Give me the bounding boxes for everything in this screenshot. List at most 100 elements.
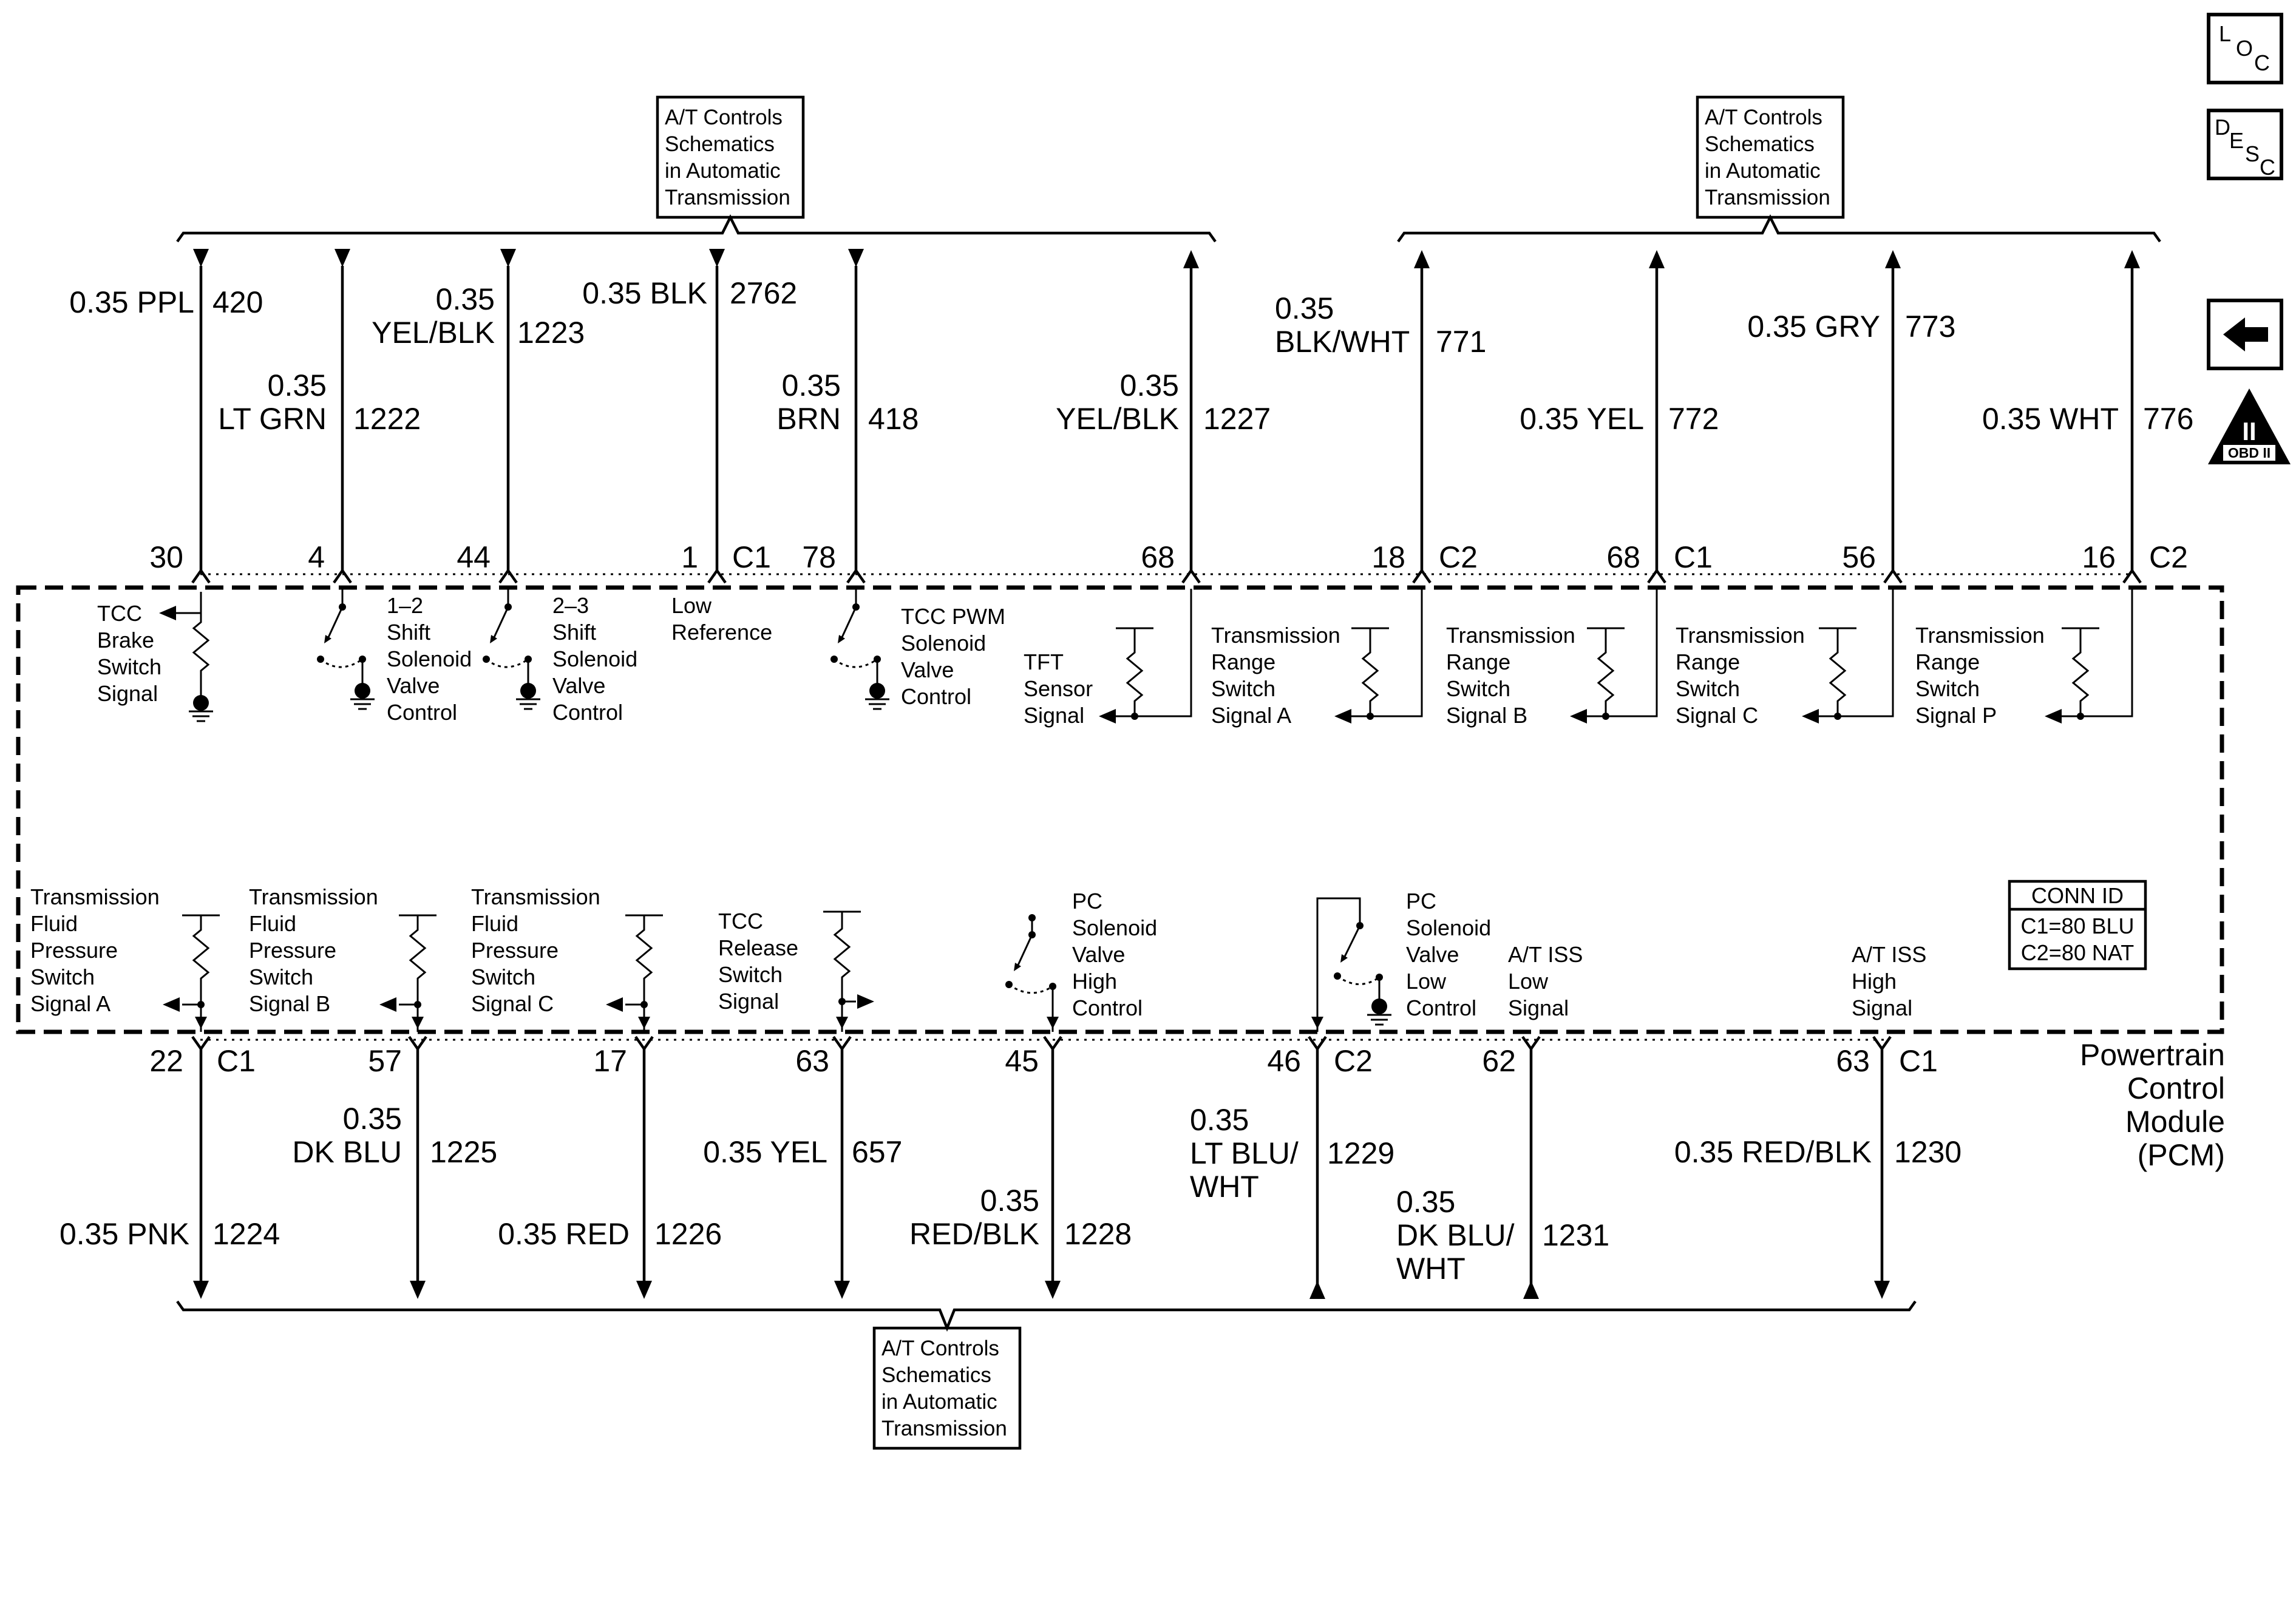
pin-number: 63 bbox=[795, 1044, 829, 1078]
internal-label: Pressure bbox=[249, 938, 336, 963]
shift-solenoid-2-3-circuit: 2–3 Shift Solenoid Valve Control bbox=[483, 589, 637, 725]
ref-line: Transmission bbox=[1705, 186, 1830, 209]
wire-gauge-color: 0.35 bbox=[980, 1184, 1039, 1218]
internal-label: Signal bbox=[1024, 703, 1084, 728]
wire-circuit-1224[interactable]: 22 C1 0.35 PNK 1224 bbox=[59, 1036, 280, 1299]
wire-circuit-1229[interactable]: 46 C2 0.35 LT BLU/ WHT 1229 bbox=[1190, 1036, 1394, 1299]
wire-gauge-color: YEL/BLK bbox=[372, 316, 495, 350]
reference-bottom[interactable]: A/T Controls Schematics in Automatic Tra… bbox=[872, 1326, 1022, 1450]
connector-id: C1 bbox=[1899, 1044, 1938, 1078]
pin-number: 56 bbox=[1842, 540, 1876, 574]
internal-label: Valve bbox=[1072, 942, 1125, 967]
obd-ii-icon[interactable]: II OBD II bbox=[2208, 388, 2291, 464]
connector-id: C1 bbox=[217, 1044, 256, 1078]
module-label-line: Control bbox=[2127, 1071, 2225, 1105]
pin-number: 78 bbox=[802, 540, 836, 574]
internal-label: Signal A bbox=[1211, 703, 1291, 728]
wire-circuit-773[interactable]: 0.35 GRY 773 56 bbox=[1747, 250, 1955, 584]
internal-label: Transmission bbox=[249, 884, 378, 909]
wire-gauge-color: BRN bbox=[776, 402, 841, 436]
pin-number: 16 bbox=[2082, 540, 2116, 574]
internal-label: Low bbox=[1508, 969, 1549, 994]
wire-circuit-420[interactable]: 0.35 PPL 420 30 bbox=[69, 249, 263, 584]
internal-label: Switch bbox=[249, 964, 313, 989]
circuit-number: 1229 bbox=[1327, 1136, 1394, 1170]
pin-number: 18 bbox=[1371, 540, 1405, 574]
internal-label: Fluid bbox=[30, 911, 78, 936]
tcc-brake-switch-circuit: TCC Brake Switch Signal bbox=[97, 592, 213, 722]
internal-label: Fluid bbox=[471, 911, 518, 936]
ats-iss-high-label: A/T ISS High Signal bbox=[1852, 942, 1926, 1020]
wire-circuit-1230[interactable]: 63 C1 0.35 RED/BLK 1230 bbox=[1674, 1036, 1961, 1299]
internal-label: Signal P bbox=[1915, 703, 1997, 728]
internal-label: Signal bbox=[97, 681, 158, 706]
wire-gauge-color: 0.35 BLK bbox=[582, 276, 707, 310]
wire-circuit-772[interactable]: 0.35 YEL 772 68 C1 bbox=[1520, 250, 1719, 584]
wire-gauge-color: 0.35 bbox=[343, 1102, 402, 1136]
wire-circuit-1223[interactable]: 0.35 YEL/BLK 1223 44 bbox=[372, 249, 585, 584]
internal-label: Low bbox=[671, 593, 712, 618]
pin-number: 1 bbox=[681, 540, 698, 574]
pin-number: 44 bbox=[457, 540, 491, 574]
internal-label: Shift bbox=[552, 620, 596, 645]
circuit-number: 772 bbox=[1668, 402, 1719, 436]
circuit-number: 1227 bbox=[1203, 402, 1271, 436]
module-label-line: Powertrain bbox=[2080, 1038, 2225, 1072]
wire-circuit-771[interactable]: 0.35 BLK/WHT 771 18 C2 bbox=[1275, 250, 1486, 584]
pin-number: 68 bbox=[1606, 540, 1640, 574]
circuit-number: 1228 bbox=[1064, 1217, 1132, 1251]
desc-icon[interactable]: D E S C bbox=[2207, 109, 2283, 180]
ref-line: Schematics bbox=[881, 1363, 991, 1387]
wire-circuit-1225[interactable]: 57 0.35 DK BLU 1225 bbox=[292, 1036, 497, 1299]
internal-label: Sensor bbox=[1024, 676, 1093, 701]
circuit-number: 2762 bbox=[730, 276, 797, 310]
wire-gauge-color: 0.35 bbox=[782, 368, 841, 402]
wire-circuit-1226[interactable]: 17 0.35 RED 1226 bbox=[498, 1036, 722, 1299]
reference-top-right[interactable]: A/T Controls Schematics in Automatic Tra… bbox=[1696, 95, 1845, 219]
circuit-number: 418 bbox=[868, 402, 919, 436]
tfp-switch-c-circuit: Transmission Fluid Pressure Switch Signa… bbox=[471, 884, 663, 1032]
wire-gauge-color: 0.35 WHT bbox=[1982, 402, 2119, 436]
desc-letter: D bbox=[2215, 115, 2230, 140]
internal-label: Signal bbox=[718, 989, 779, 1014]
wire-gauge-color: 0.35 bbox=[268, 368, 327, 402]
back-arrow-icon[interactable] bbox=[2207, 299, 2283, 370]
wire-circuit-776[interactable]: 0.35 WHT 776 16 C2 bbox=[1982, 250, 2194, 584]
internal-label: Transmission bbox=[1915, 623, 2045, 648]
wire-gauge-color: LT BLU/ bbox=[1190, 1136, 1299, 1170]
ref-line: Transmission bbox=[881, 1417, 1007, 1440]
circuit-number: 771 bbox=[1436, 325, 1486, 359]
internal-label: Signal bbox=[1508, 995, 1569, 1020]
wire-gauge-color: LT GRN bbox=[218, 402, 327, 436]
wire-circuit-2762[interactable]: 0.35 BLK 2762 1 C1 bbox=[582, 249, 797, 584]
desc-letter: S bbox=[2245, 141, 2260, 166]
internal-label: A/T ISS bbox=[1508, 942, 1583, 967]
internal-label: Control bbox=[901, 684, 971, 709]
conn-id-c1: C1=80 BLU bbox=[2020, 914, 2134, 938]
wire-gauge-color: 0.35 bbox=[1190, 1103, 1249, 1137]
wire-gauge-color: 0.35 GRY bbox=[1747, 310, 1880, 344]
wire-circuit-1231[interactable]: 62 0.35 DK BLU/ WHT 1231 bbox=[1396, 1036, 1609, 1299]
internal-label: Valve bbox=[387, 673, 440, 698]
internal-label: 1–2 bbox=[387, 593, 423, 618]
reference-top-left[interactable]: A/T Controls Schematics in Automatic Tra… bbox=[656, 95, 805, 219]
loc-icon[interactable]: L O C bbox=[2207, 13, 2283, 84]
wire-circuit-418[interactable]: 0.35 BRN 418 78 bbox=[776, 249, 919, 584]
wire-circuit-657[interactable]: 63 0.35 YEL 657 bbox=[703, 1036, 902, 1299]
internal-label: Signal C bbox=[1676, 703, 1758, 728]
shift-solenoid-1-2-circuit: 1–2 Shift Solenoid Valve Control bbox=[317, 589, 472, 725]
wire-circuit-1227[interactable]: 0.35 YEL/BLK 1227 68 bbox=[1056, 250, 1271, 584]
internal-label: Signal B bbox=[1446, 703, 1527, 728]
wire-gauge-color: 0.35 PNK bbox=[59, 1217, 189, 1251]
internal-label: Control bbox=[552, 700, 623, 725]
internal-label: Switch bbox=[1676, 676, 1740, 701]
wire-circuit-1228[interactable]: 45 0.35 RED/BLK 1228 bbox=[909, 1036, 1132, 1299]
connector-id: C1 bbox=[1674, 540, 1713, 574]
circuit-number: 1230 bbox=[1894, 1135, 1961, 1169]
ref-line: A/T Controls bbox=[881, 1337, 999, 1360]
module-label: Powertrain Control Module (PCM) bbox=[2080, 1038, 2225, 1172]
wire-circuit-1222[interactable]: 0.35 LT GRN 1222 4 bbox=[218, 249, 421, 584]
internal-label: Pressure bbox=[471, 938, 559, 963]
desc-letter: E bbox=[2229, 128, 2244, 153]
wire-gauge-color: DK BLU bbox=[292, 1135, 402, 1169]
